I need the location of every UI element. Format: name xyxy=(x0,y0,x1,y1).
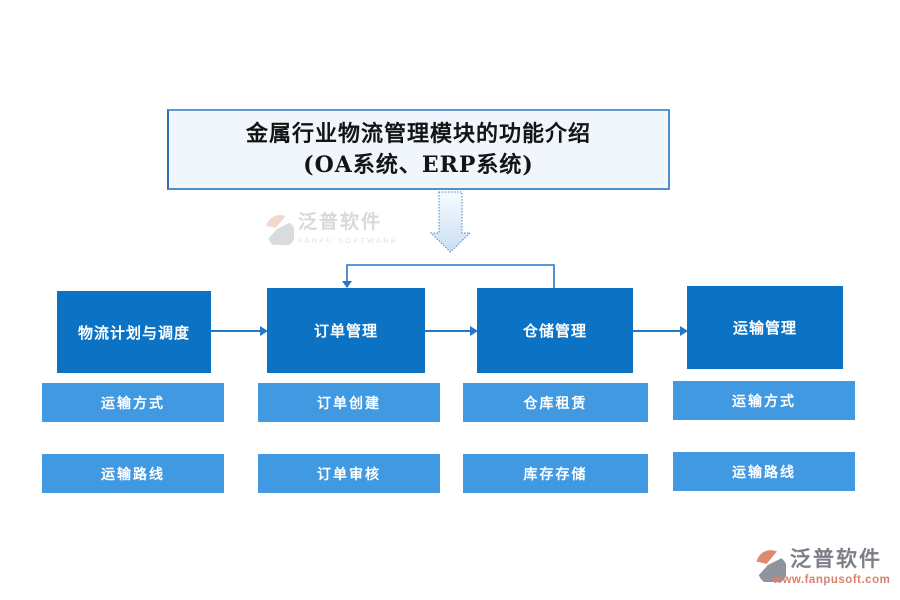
title-line-2: (OA系统、ERP系统) xyxy=(303,151,534,178)
watermark-logo: 泛普软件 FANPU SOFTWARE xyxy=(262,213,398,245)
item-box-transport-route: 运输路线 xyxy=(42,454,224,493)
stage-box-logistics-planning: 物流计划与调度 xyxy=(57,291,211,373)
fanpu-logo-icon xyxy=(756,550,786,582)
footer-logo: 泛普软件 www.fanpusoft.com xyxy=(752,548,890,586)
item-box-warehouse-lease: 仓库租赁 xyxy=(463,383,648,422)
watermark-brand-name: 泛普软件 xyxy=(298,212,383,233)
stage-box-transport-management: 运输管理 xyxy=(687,286,843,369)
item-box-order-review: 订单审核 xyxy=(258,454,440,493)
down-arrow-icon xyxy=(429,191,472,253)
item-box-transport-mode-2: 运输方式 xyxy=(673,381,855,420)
item-box-inventory-storage: 库存存储 xyxy=(463,454,648,493)
footer-brand-name: 泛普软件 xyxy=(790,548,882,571)
stage-box-order-management: 订单管理 xyxy=(267,288,425,373)
item-box-order-create: 订单创建 xyxy=(258,383,440,422)
item-box-transport-mode: 运输方式 xyxy=(42,383,224,422)
footer-brand-url: www.fanpusoft.com xyxy=(773,574,891,586)
fanpu-logo-icon xyxy=(266,214,294,245)
item-box-transport-route-2: 运输路线 xyxy=(673,452,855,491)
watermark-brand-subtitle: FANPU SOFTWARE xyxy=(298,236,399,245)
stage-box-warehouse-management: 仓储管理 xyxy=(477,288,633,373)
title-box: 金属行业物流管理模块的功能介绍 (OA系统、ERP系统) xyxy=(167,109,670,190)
title-line-1: 金属行业物流管理模块的功能介绍 xyxy=(245,120,591,147)
